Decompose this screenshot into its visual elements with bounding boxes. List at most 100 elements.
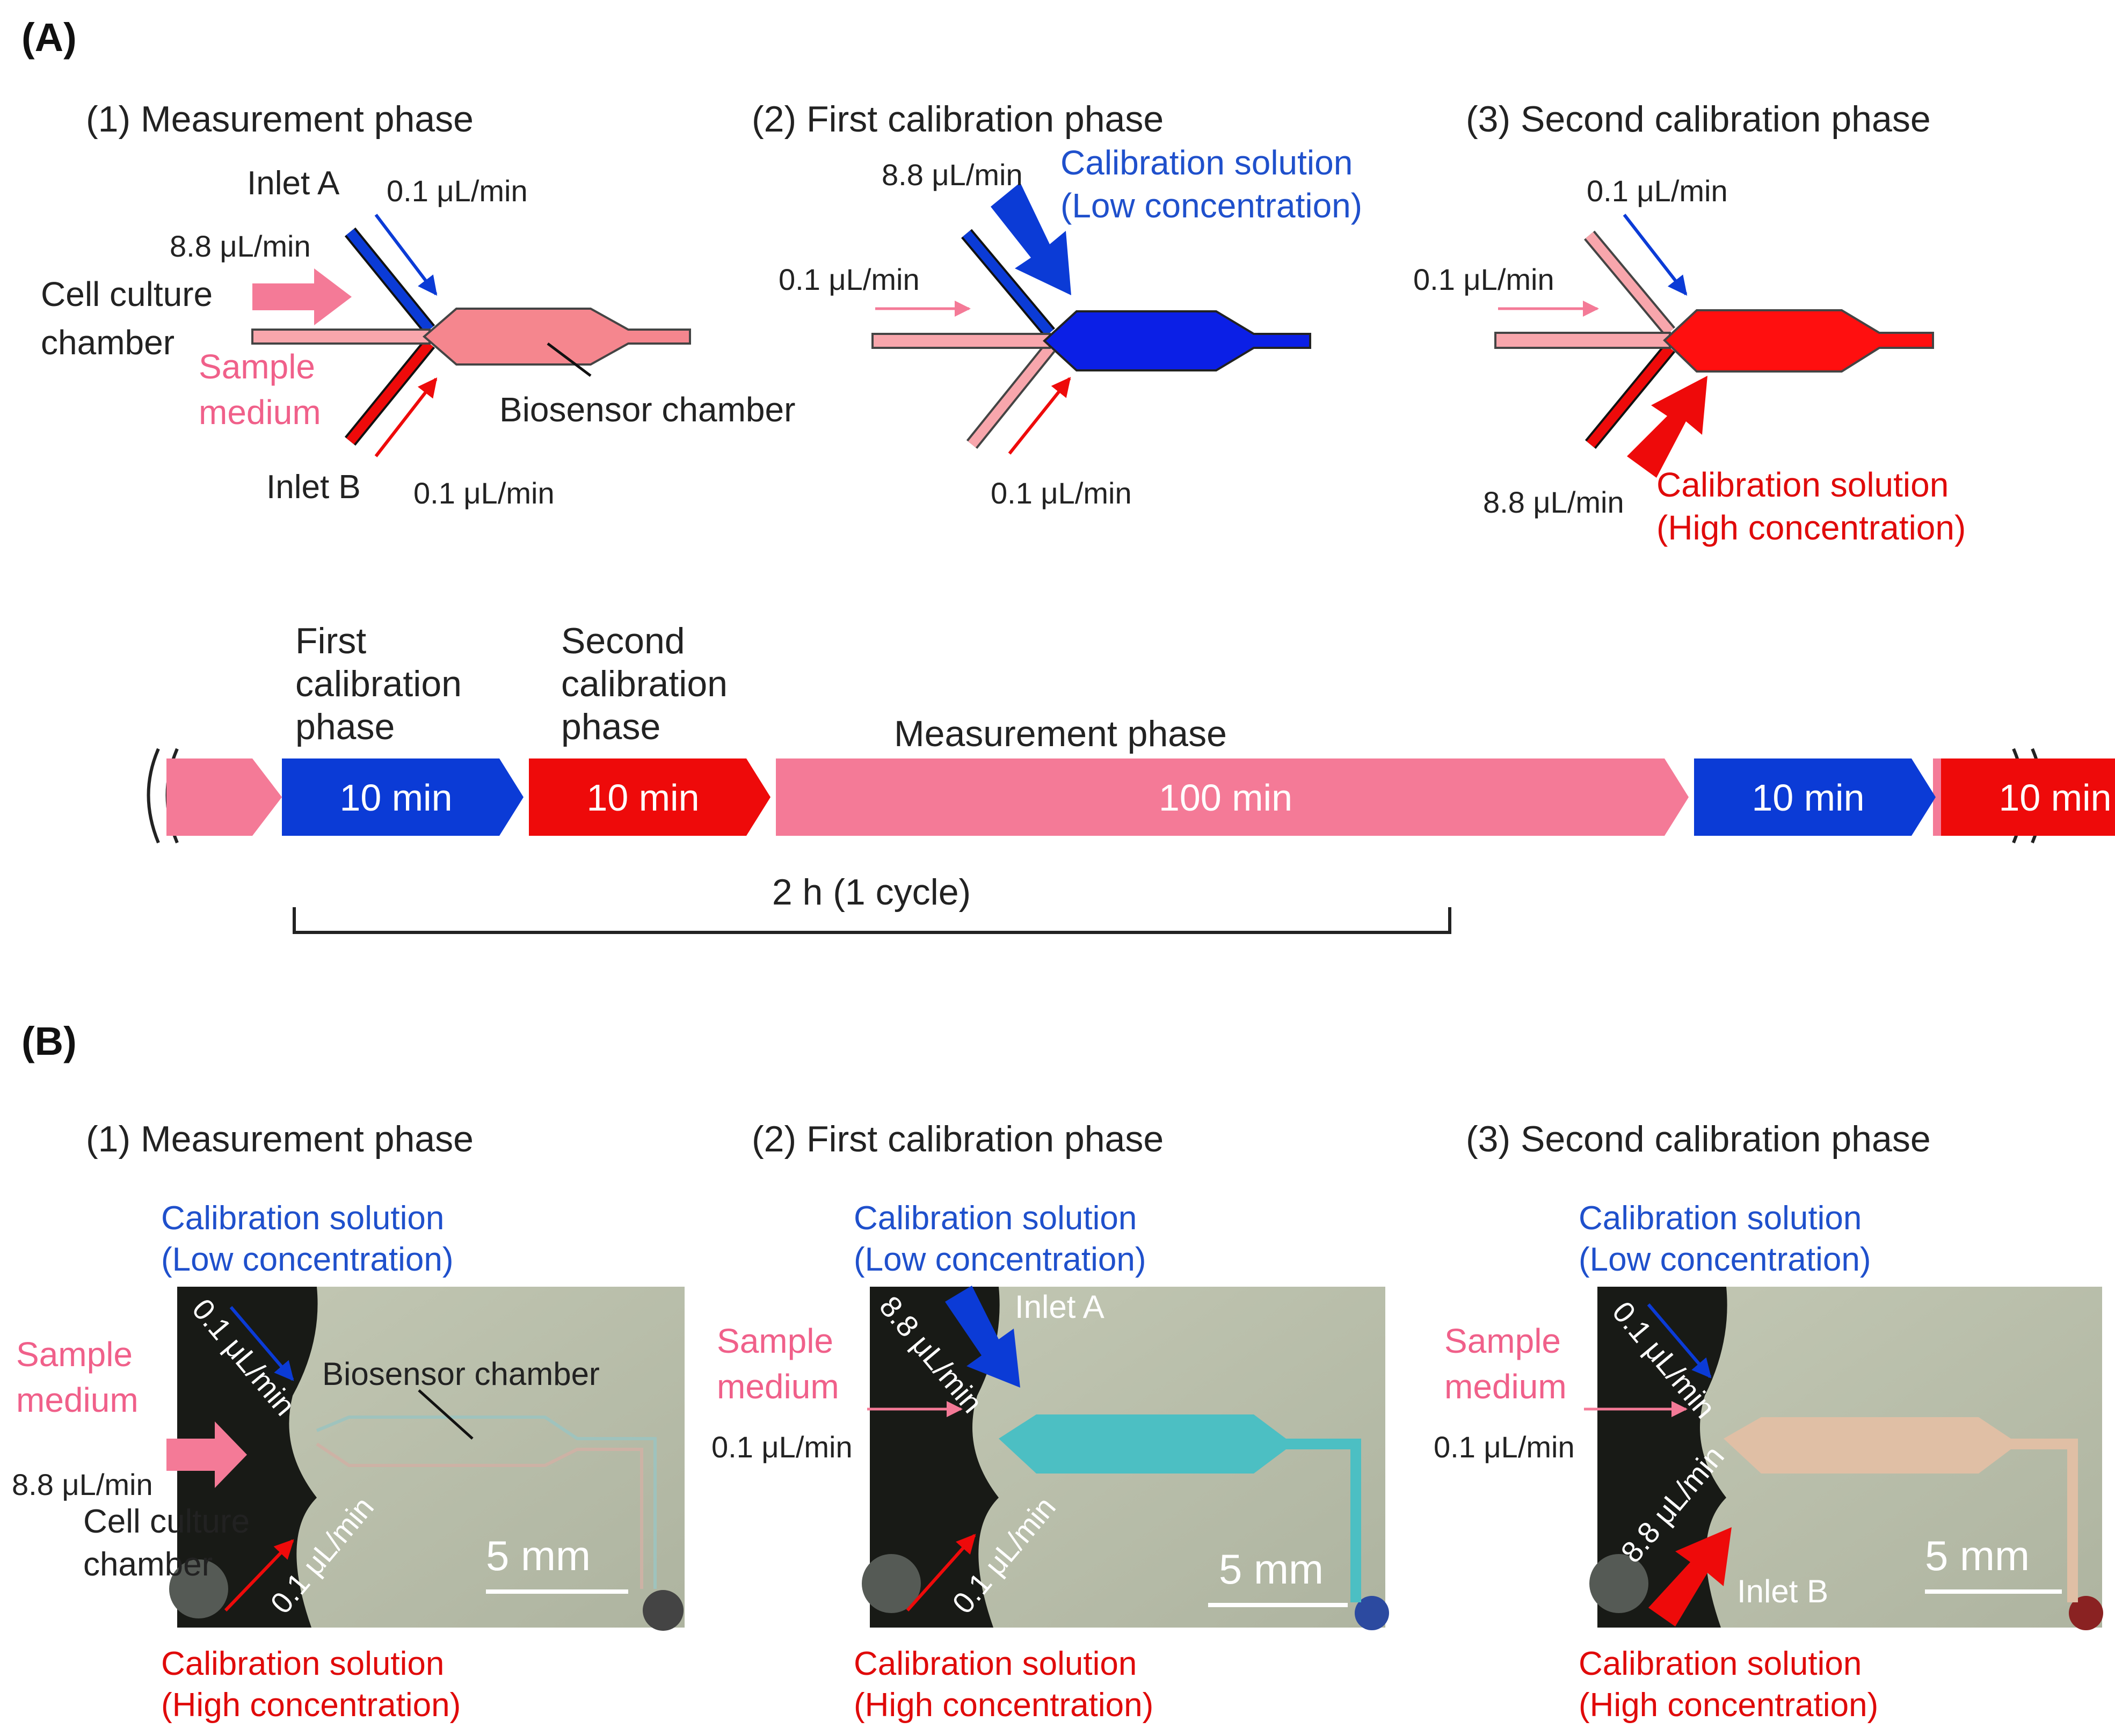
b1-inlet-b-arrow <box>224 1539 294 1612</box>
b1-cal-low-2: (Low concentration) <box>161 1241 454 1278</box>
b1-flow-main: 8.8 μL/min <box>12 1468 153 1501</box>
cal-low-label: Calibration solution <box>1060 143 1353 182</box>
b1-scale: 5 mm <box>486 1532 591 1579</box>
b3-cal-low: Calibration solution <box>1579 1200 1862 1237</box>
timeline-segment: 10 min <box>282 758 524 836</box>
flow-b-label-2: 0.1 μL/min <box>991 476 1132 510</box>
b1-cal-high-2: (High concentration) <box>161 1687 461 1724</box>
phase1-title: (1) Measurement phase <box>86 99 474 140</box>
cal-low-label-2: (Low concentration) <box>1060 186 1362 225</box>
timeline-segment-label: 100 min <box>1159 777 1292 819</box>
b3-inlet-b: Inlet B <box>1737 1573 1828 1609</box>
b1-cal-high: Calibration solution <box>161 1645 444 1682</box>
timeline-segment: 100 min <box>776 758 1689 836</box>
b2-cal-high: Calibration solution <box>854 1645 1137 1682</box>
schematic-measurement-phase: (1) Measurement phase Inlet A 0.1 μL/min… <box>41 99 795 510</box>
timeline-segment-label: 10 min <box>339 777 452 819</box>
photo-first-calibration-phase: (2) First calibration phase Calibration … <box>711 1119 1389 1724</box>
b2-sample: Sample <box>717 1322 833 1360</box>
cycle-bracket <box>293 907 1451 934</box>
timeline-segment-arrow <box>1694 758 1936 836</box>
b1-biosensor-pointer <box>418 1389 474 1440</box>
b1-inlet-a-arrow <box>229 1306 294 1381</box>
b2-inlet-a: Inlet A <box>1015 1289 1104 1325</box>
calibration-high-arrow <box>1627 376 1707 478</box>
inlet-b-arrow <box>374 377 438 457</box>
timeline-segment-arrow <box>776 758 1689 836</box>
timeline-first-cal-label-2: calibration <box>295 663 462 704</box>
inlet-b-arrow-2 <box>1008 377 1071 455</box>
b3-sample: Sample <box>1444 1322 1561 1360</box>
timeline-segment-arrow <box>282 758 524 836</box>
b-phase1-title: (1) Measurement phase <box>86 1119 474 1159</box>
flow-main-label-3: 0.1 μL/min <box>1413 262 1554 296</box>
timeline-first-cal-label: First <box>295 621 366 661</box>
inlet-b-label: Inlet B <box>266 469 361 506</box>
timeline-segment: 10 min <box>529 758 771 836</box>
b2-cal-high-2: (High concentration) <box>854 1687 1153 1724</box>
flow-main-label-2: 0.1 μL/min <box>779 262 920 296</box>
photo-measurement-phase: (1) Measurement phase Calibration soluti… <box>12 1119 685 1724</box>
flow-b-label-3: 8.8 μL/min <box>1483 485 1624 519</box>
b3-cal-high: Calibration solution <box>1579 1645 1862 1682</box>
b2-inlet-a-big-arrow <box>945 1286 1020 1388</box>
b3-inlet-b-big-arrow <box>1648 1527 1732 1626</box>
calibration-low-arrow <box>991 183 1071 295</box>
b3-cal-low-2: (Low concentration) <box>1579 1241 1871 1278</box>
photo-second-calibration-phase: (3) Second calibration phase Calibration… <box>1434 1119 2103 1724</box>
flow-a-label: 0.1 μL/min <box>387 174 528 208</box>
b1-sample-arrow <box>166 1421 247 1488</box>
b2-scale: 5 mm <box>1219 1545 1324 1593</box>
b1-cell: Cell culture <box>83 1503 250 1540</box>
timeline-second-cal-label: Second <box>561 621 685 661</box>
flow-a-label-2: 8.8 μL/min <box>882 158 1023 192</box>
inlet-a-arrow-3 <box>1623 214 1688 296</box>
sample-medium-label-2: medium <box>199 393 321 432</box>
flow-b-label: 0.1 μL/min <box>413 476 555 510</box>
timeline-segment-label: 10 min <box>1998 777 2111 819</box>
biosensor-label: Biosensor chamber <box>499 390 795 429</box>
schematic-second-calibration-phase: (3) Second calibration phase 0.1 μL/min … <box>1413 99 1966 547</box>
b2-sample-2: medium <box>717 1367 839 1406</box>
biosensor-pointer <box>547 342 592 377</box>
timeline-segment-arrow <box>1941 758 2115 836</box>
timeline-second-cal-label-2: calibration <box>561 663 728 704</box>
phase3-title: (3) Second calibration phase <box>1466 99 1931 140</box>
b-phase3-title: (3) Second calibration phase <box>1466 1119 1931 1159</box>
b2-flow-main: 0.1 μL/min <box>711 1430 853 1464</box>
b2-inlet-b-arrow <box>906 1534 976 1611</box>
sample-medium-label: Sample <box>199 347 315 386</box>
b1-biosensor: Biosensor chamber <box>322 1356 600 1392</box>
phase2-title: (2) First calibration phase <box>752 99 1164 140</box>
timeline-segments: 10 min 10 min 100 min 10 min 10 min <box>282 758 2115 836</box>
timeline-segment: 10 min <box>1941 758 2115 836</box>
inlet-a-arrow <box>374 214 438 296</box>
cal-high-label: Calibration solution <box>1656 465 1949 504</box>
inlet-a-label: Inlet A <box>247 165 340 202</box>
b2-cal-low: Calibration solution <box>854 1200 1137 1237</box>
b3-inlet-a-arrow <box>1647 1303 1712 1378</box>
flow-main-label: 8.8 μL/min <box>170 229 311 263</box>
cell-culture-label: Cell culture <box>41 275 213 313</box>
b3-flow-main: 0.1 μL/min <box>1434 1430 1575 1464</box>
b3-sample-2: medium <box>1444 1367 1567 1406</box>
timeline-segment: 10 min <box>1694 758 1936 836</box>
timeline-segment-label: 10 min <box>1751 777 1864 819</box>
timeline-first-cal-label-3: phase <box>295 706 395 747</box>
sample-flow-arrow <box>252 268 352 325</box>
panel-b-label: (B) <box>21 1019 77 1063</box>
timeline-segment-label: 10 min <box>586 777 699 819</box>
b2-cal-low-2: (Low concentration) <box>854 1241 1146 1278</box>
b3-scale: 5 mm <box>1925 1532 2030 1579</box>
b3-cal-high-2: (High concentration) <box>1579 1687 1878 1724</box>
b1-cal-low: Calibration solution <box>161 1200 444 1237</box>
b-phase2-title: (2) First calibration phase <box>752 1119 1164 1159</box>
timeline-measurement-label: Measurement phase <box>894 713 1227 754</box>
panel-a-label: (A) <box>21 15 77 60</box>
cell-culture-label-2: chamber <box>41 323 175 362</box>
b1-cell-2: chamber <box>83 1546 213 1583</box>
schematic-first-calibration-phase: (2) First calibration phase 8.8 μL/min C… <box>752 99 1362 510</box>
timeline: First calibration phase Second calibrati… <box>147 621 2115 934</box>
cal-high-label-2: (High concentration) <box>1656 508 1966 547</box>
